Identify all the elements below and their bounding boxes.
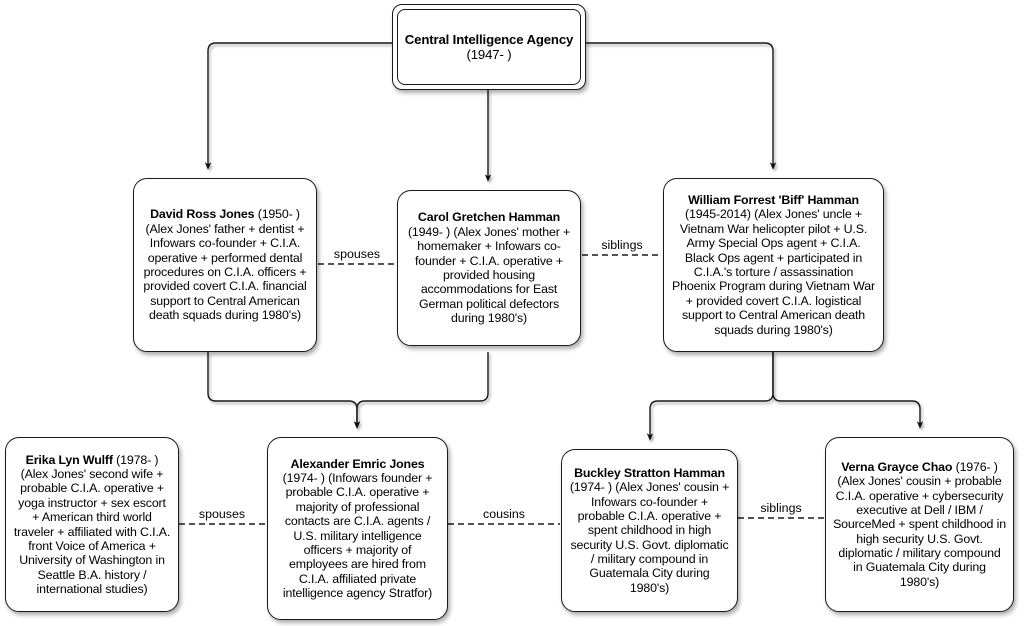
node-david-ross-jones[interactable]: David Ross Jones (1950- ) (Alex Jones' f… <box>133 178 317 352</box>
node-title: Alexander Emric Jones <box>290 456 425 471</box>
node-title: Carol Gretchen Hamman <box>417 210 561 225</box>
node-detail: (1974- ) (Infowars founder + probable C.… <box>282 470 433 601</box>
node-detail: (1945-2014) (Alex Jones' uncle + Vietnam… <box>672 207 875 337</box>
node-carol-gretchen-hamman[interactable]: Carol Gretchen Hamman (1949- ) (Alex Jon… <box>397 190 581 346</box>
node-william-forrest-biff-hamman[interactable]: William Forrest 'Biff' Hamman (1945-2014… <box>663 178 884 352</box>
node-text: David Ross Jones (1950- ) (Alex Jones' f… <box>141 207 309 322</box>
node-verna-grayce-chao[interactable]: Verna Grayce Chao (1976- ) (Alex Jones' … <box>825 437 1014 612</box>
edge-cia-to-david <box>204 42 392 170</box>
edge-label-siblings-bottom: siblings <box>757 501 805 515</box>
node-alexander-emric-jones[interactable]: Alexander Emric Jones (1974- ) (Infowars… <box>267 437 448 620</box>
node-erika-lyn-wulff[interactable]: Erika Lyn Wulff (1978- ) (Alex Jones' se… <box>5 437 179 612</box>
node-years: (1947- ) <box>466 47 512 62</box>
edge-william-to-verna <box>772 352 924 429</box>
edge-label-spouses-bottom: spouses <box>195 507 249 521</box>
node-detail: (1978- ) (Alex Jones' second wife + prob… <box>13 452 171 597</box>
node-title: Buckley Stratton Hamman <box>574 465 725 480</box>
node-title: Erika Lyn Wulff <box>25 452 113 467</box>
edge-carol-to-alexander <box>353 352 489 429</box>
node-title: David Ross Jones <box>150 207 255 222</box>
edge-david-to-alexander <box>207 352 361 429</box>
node-buckley-stratton-hamman[interactable]: Buckley Stratton Hamman (1974- ) (Alex J… <box>561 449 738 612</box>
edge-cia-to-william <box>585 42 777 170</box>
node-detail: (1949- ) (Alex Jones' mother + homemaker… <box>407 224 571 326</box>
node-inner-frame: Central Intelligence Agency(1947- ) <box>397 9 581 85</box>
edge-label-cousins-bottom: cousins <box>479 507 529 521</box>
node-detail: (1950- ) (Alex Jones' father + dentist +… <box>143 207 307 323</box>
node-text: Verna Grayce Chao (1976- ) (Alex Jones' … <box>833 460 1006 590</box>
edge-label-spouses-top: spouses <box>330 247 384 261</box>
node-text: Central Intelligence Agency(1947- ) <box>398 32 580 63</box>
node-text: Buckley Stratton Hamman (1974- ) (Alex J… <box>569 466 730 596</box>
edge-william-to-buckley <box>646 352 774 441</box>
node-detail: (1974- ) (Alex Jones' cousin + Infowars … <box>569 480 730 595</box>
node-text: Carol Gretchen Hamman (1949- ) (Alex Jon… <box>405 210 573 325</box>
node-text: Alexander Emric Jones (1974- ) (Infowars… <box>275 457 440 601</box>
node-text: Erika Lyn Wulff (1978- ) (Alex Jones' se… <box>13 453 171 597</box>
node-detail: (1976- ) (Alex Jones' cousin + probable … <box>833 459 1006 589</box>
edge-label-siblings-top: siblings <box>598 238 646 252</box>
node-title: William Forrest 'Biff' Hamman <box>688 193 859 208</box>
node-central-intelligence-agency[interactable]: Central Intelligence Agency(1947- ) <box>392 4 586 90</box>
node-title: Verna Grayce Chao <box>841 459 953 474</box>
node-title: Central Intelligence Agency <box>404 31 574 47</box>
node-text: William Forrest 'Biff' Hamman (1945-2014… <box>671 193 876 337</box>
